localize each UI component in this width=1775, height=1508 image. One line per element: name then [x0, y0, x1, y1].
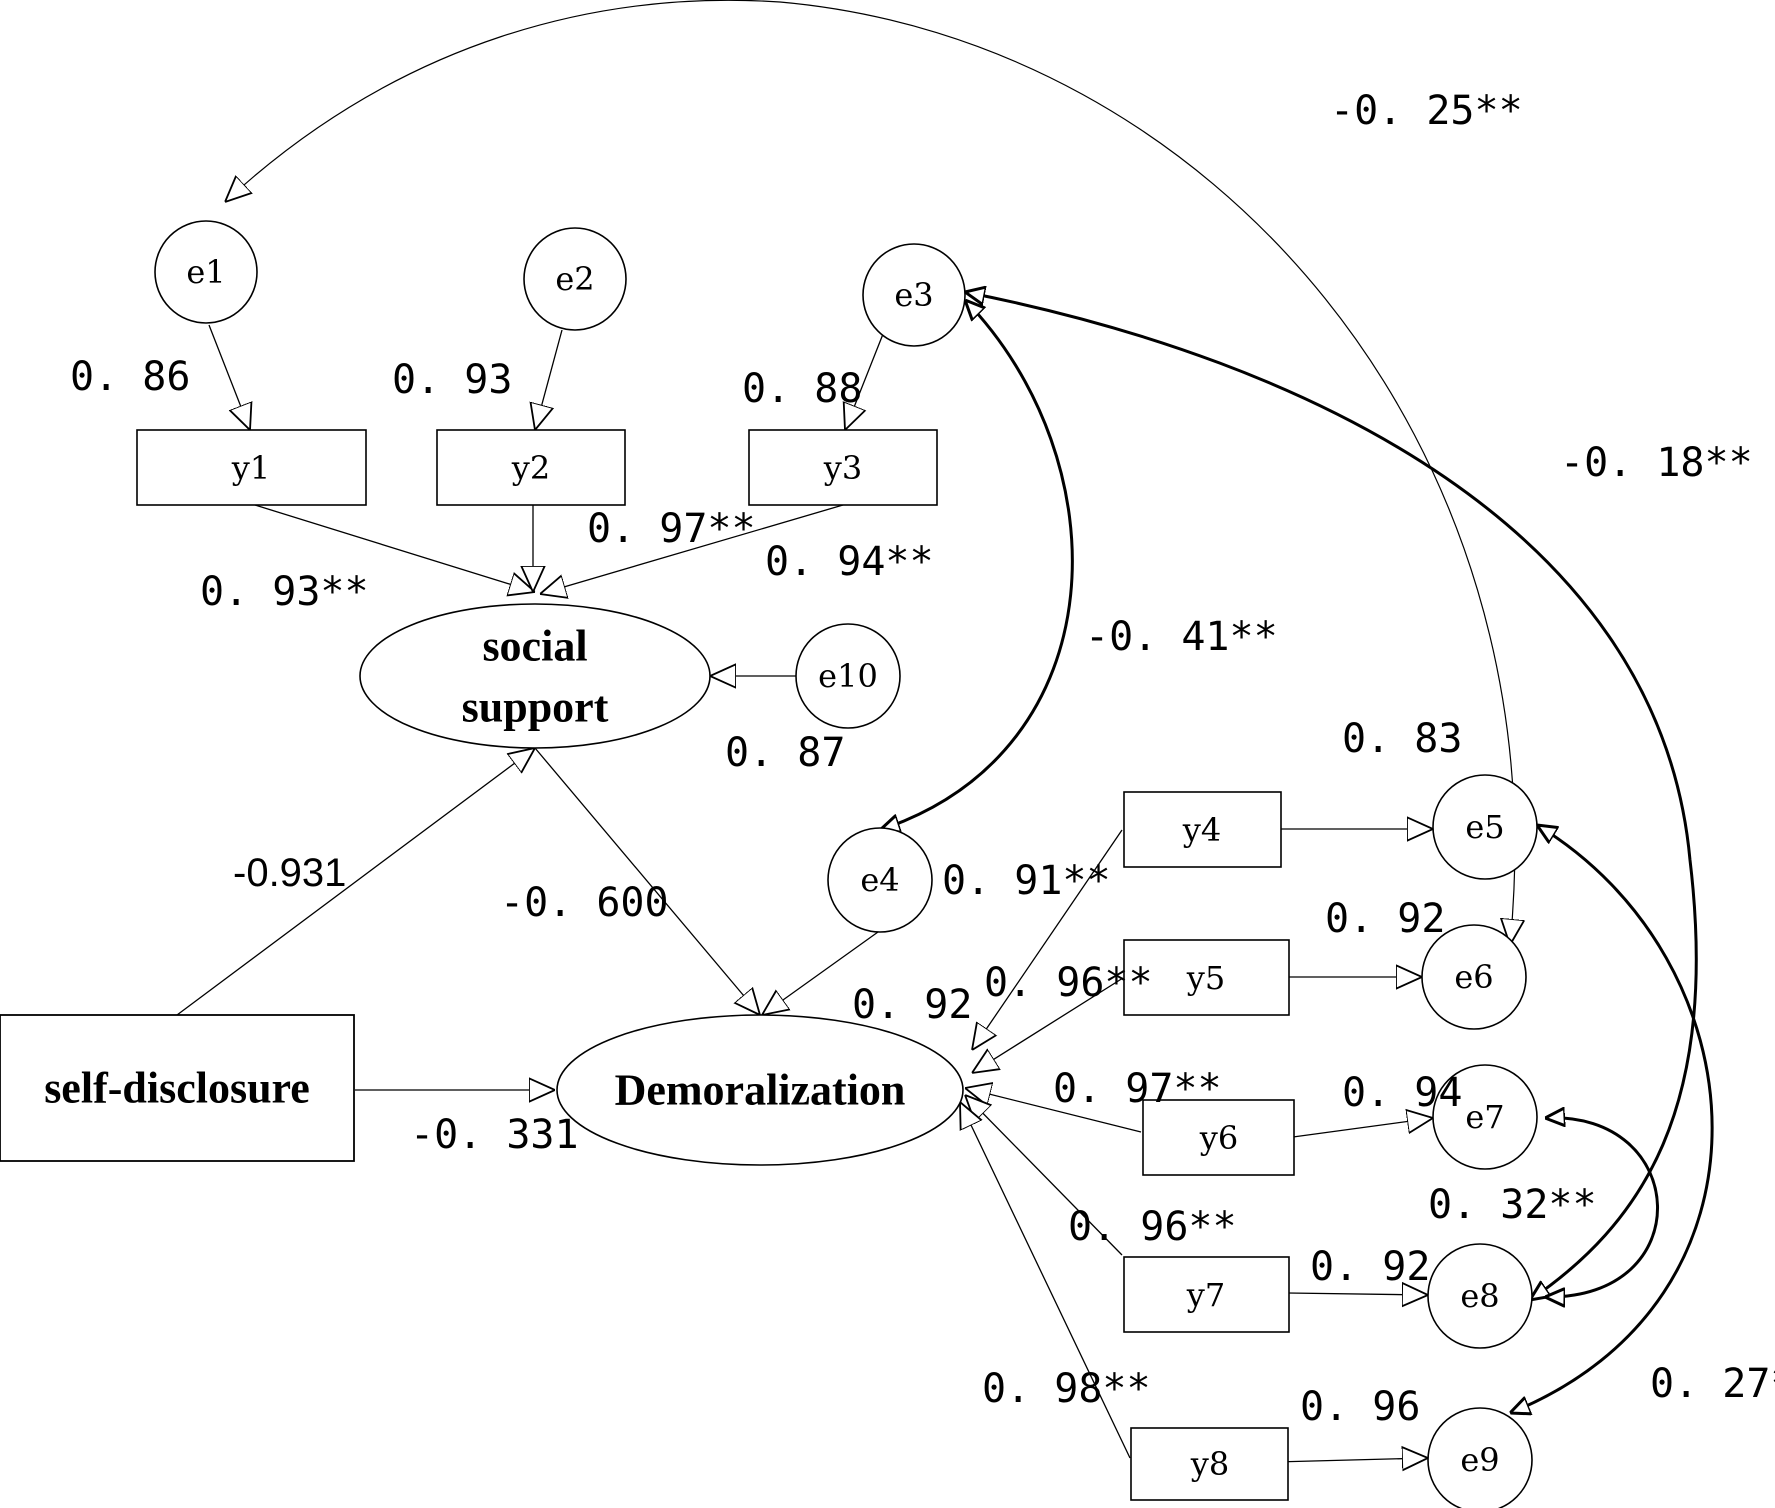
- indicator-y3-label: y3: [823, 449, 862, 487]
- path-y4-demoralization: [972, 829, 1123, 1050]
- coef-y6-demoralization: 0. 97**: [1053, 1066, 1222, 1112]
- indicator-y3-box: [748, 429, 938, 506]
- path-e4-demoralization: [762, 931, 879, 1015]
- path-e3-y3: [845, 328, 886, 430]
- coef-y7-demoralization: 0. 96**: [1068, 1204, 1237, 1250]
- indicator-y4-label: y4: [1182, 811, 1221, 849]
- social-support-label-line2: support: [462, 683, 609, 732]
- coef-e3-y3: 0. 88: [742, 366, 862, 412]
- path-y8-demoralization: [960, 1102, 1131, 1459]
- path-y7-demoralization: [965, 1095, 1123, 1256]
- error-e1-label: e1: [186, 253, 225, 291]
- coef-covariance-e1-e6: -0. 25**: [1330, 88, 1523, 134]
- coef-y5-e6: 0. 92: [1325, 896, 1445, 942]
- coef-social-support-demoralization: -0. 600: [500, 880, 669, 926]
- error-e3-circle: [862, 243, 966, 347]
- indicator-y1-box: [136, 429, 367, 506]
- coef-y4-e5: 0. 83: [1342, 716, 1462, 762]
- path-y8-e9: [1274, 1458, 1428, 1462]
- error-e5-circle: [1432, 774, 1538, 880]
- indicator-y8-label: y8: [1190, 1445, 1229, 1483]
- error-e7-circle: [1432, 1064, 1538, 1170]
- indicator-y8-box: [1130, 1427, 1289, 1501]
- path-e1-y1: [208, 324, 250, 430]
- demoralization-ellipse: [556, 1014, 964, 1166]
- error-e1-circle: [154, 220, 258, 324]
- path-y5-demoralization: [972, 977, 1124, 1073]
- error-e6-label: e6: [1454, 958, 1493, 996]
- social-support-label-line1: social: [482, 622, 587, 671]
- error-e10-label: e10: [818, 657, 878, 695]
- coef-y6-e7: 0. 94: [1342, 1070, 1462, 1116]
- coef-covariance-e7-e8: 0. 32**: [1428, 1182, 1597, 1228]
- coef-y4-demoralization: 0. 91**: [942, 858, 1111, 904]
- error-e4-circle: [827, 827, 933, 933]
- error-e8-label: e8: [1460, 1277, 1499, 1315]
- error-e9-label: e9: [1460, 1441, 1499, 1479]
- self-disclosure-box: [0, 1014, 355, 1162]
- demoralization-label: Demoralization: [615, 1066, 906, 1115]
- path-e2-y2: [535, 329, 563, 430]
- indicator-y2-box: [436, 429, 626, 506]
- error-e5-label: e5: [1465, 808, 1504, 846]
- indicator-y6-box: [1142, 1099, 1295, 1176]
- error-e2-circle: [523, 227, 627, 331]
- indicator-y6-label: y6: [1199, 1119, 1238, 1157]
- error-e3-label: e3: [894, 276, 933, 314]
- indicator-y2-label: y2: [511, 449, 550, 487]
- error-e2-label: e2: [555, 260, 594, 298]
- coef-e1-y1: 0. 86: [70, 354, 190, 400]
- covariance-e7-e8: [1545, 1118, 1659, 1297]
- path-social-support-demoralization: [534, 747, 760, 1015]
- coef-y1-social-support: 0. 93**: [200, 569, 369, 615]
- coef-e4-demoralization: 0. 92: [852, 982, 972, 1028]
- coef-y8-demoralization: 0. 98**: [982, 1366, 1151, 1412]
- path-y3-social-support: [540, 504, 844, 594]
- coef-e2-y2: 0. 93: [392, 357, 512, 403]
- indicator-y7-box: [1123, 1256, 1290, 1333]
- self-disclosure-label: self-disclosure: [44, 1064, 310, 1113]
- covariance-e5-e9: [1510, 825, 1714, 1413]
- indicator-y1-label: y1: [231, 449, 270, 487]
- path-y6-e7: [1292, 1118, 1433, 1138]
- coef-covariance-e5-e9: 0. 27**: [1650, 1361, 1775, 1407]
- social-support-ellipse: [359, 603, 711, 749]
- error-e10-circle: [795, 623, 901, 729]
- indicator-y7-label: y7: [1186, 1276, 1225, 1314]
- path-y6-demoralization: [965, 1088, 1142, 1133]
- error-e7-label: e7: [1465, 1098, 1504, 1136]
- path-y1-social-support: [254, 504, 535, 592]
- covariance-e3-e8: [965, 292, 1698, 1300]
- coef-self-disclosure-demoralization: -0. 331: [410, 1112, 579, 1158]
- coef-y7-e8: 0. 92: [1310, 1244, 1430, 1290]
- error-e8-circle: [1427, 1243, 1533, 1349]
- indicator-y5-label: y5: [1186, 959, 1225, 997]
- indicator-y4-box: [1123, 791, 1282, 868]
- coef-covariance-e3-e4: -0. 41**: [1085, 614, 1278, 660]
- path-y7-e8: [1287, 1293, 1428, 1295]
- coef-e10-social-support: 0. 87: [725, 730, 845, 776]
- error-e9-circle: [1427, 1407, 1533, 1508]
- indicator-y5-box: [1123, 939, 1290, 1016]
- coef-y8-e9: 0. 96: [1300, 1384, 1420, 1430]
- path-self-disclosure-social-support: [176, 748, 535, 1016]
- coef-covariance-e3-e8: -0. 18**: [1560, 440, 1753, 486]
- error-e4-label: e4: [860, 861, 899, 899]
- covariance-e3-e4: [880, 300, 1074, 830]
- coef-y2-social-support: 0. 97**: [587, 506, 756, 552]
- coef-y5-demoralization: 0. 96**: [984, 960, 1153, 1006]
- coef-y3-social-support: 0. 94**: [765, 539, 934, 585]
- error-e6-circle: [1421, 924, 1527, 1030]
- coef-self-disclosure-social-support: -0.931: [233, 851, 346, 895]
